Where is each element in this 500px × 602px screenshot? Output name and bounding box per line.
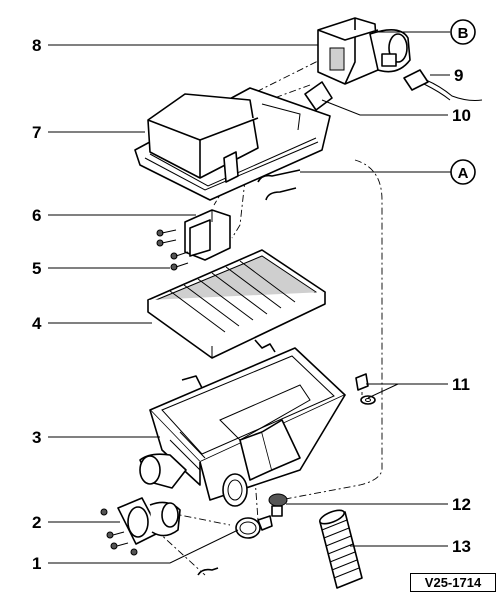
reference-code-label: V25-1714 — [410, 573, 496, 592]
callout-11: 11 — [452, 375, 470, 394]
part-gasket — [304, 81, 333, 111]
part-intake-adapter — [184, 209, 231, 261]
part-intake-snout — [139, 453, 248, 507]
callout-numbers: 8 7 6 5 4 3 2 1 9 10 11 12 13 — [32, 36, 471, 573]
part-hose-fitting — [257, 169, 301, 201]
callout-1: 1 — [32, 554, 41, 573]
callout-6: 6 — [32, 206, 41, 225]
callout-10: 10 — [452, 106, 471, 125]
callout-3: 3 — [32, 428, 41, 447]
part-screws — [156, 229, 189, 271]
part-bolt-washer — [355, 373, 376, 405]
callout-9: 9 — [454, 66, 463, 85]
part-upper-housing — [134, 87, 331, 201]
connector-label-b: B — [450, 19, 476, 45]
callout-13: 13 — [452, 537, 471, 556]
part-air-mass-meter — [317, 17, 411, 85]
part-hose-clamp — [235, 515, 273, 539]
part-grommet — [268, 493, 288, 517]
part-filter-element — [147, 249, 326, 359]
svg-text:B: B — [458, 25, 469, 42]
callout-5: 5 — [32, 259, 41, 278]
part-connector-plug — [403, 69, 483, 101]
part-corrugated-hose — [319, 509, 363, 589]
callout-2: 2 — [32, 513, 41, 532]
connector-label-a: A — [450, 159, 476, 185]
svg-text:A: A — [458, 165, 469, 182]
filter-pleats — [169, 260, 296, 333]
callout-8: 8 — [32, 36, 41, 55]
callout-4: 4 — [32, 314, 42, 333]
callout-7: 7 — [32, 123, 41, 142]
part-small-pipe — [197, 567, 219, 576]
callout-leaders — [48, 31, 452, 564]
part-outlet-flange — [100, 497, 181, 556]
callout-12: 12 — [452, 495, 471, 514]
